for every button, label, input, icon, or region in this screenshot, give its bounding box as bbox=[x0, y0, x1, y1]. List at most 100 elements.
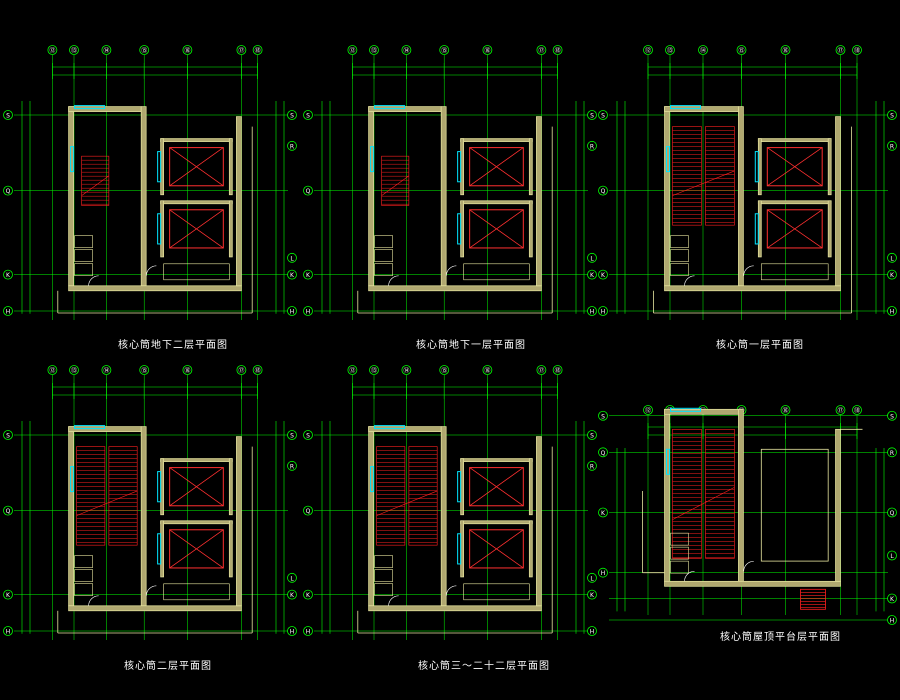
stair-break-line bbox=[76, 490, 138, 516]
shaft-room bbox=[463, 263, 530, 281]
axis-label: ⑮ bbox=[441, 367, 447, 375]
wall-segment bbox=[160, 458, 233, 462]
axis-bubble bbox=[369, 365, 379, 375]
axis-bubble bbox=[182, 365, 193, 375]
axis-label: ⑱ bbox=[854, 47, 860, 55]
elevator-door bbox=[457, 533, 462, 565]
axis-bubble bbox=[482, 45, 493, 55]
axis-label: S bbox=[306, 113, 310, 120]
wall-segment bbox=[738, 408, 744, 582]
wall-segment bbox=[664, 106, 670, 287]
axis-bubble bbox=[347, 45, 358, 55]
axis-bubble bbox=[303, 110, 313, 120]
axis-bubble bbox=[598, 447, 608, 458]
wall-segment bbox=[68, 605, 242, 612]
axis-label: ⑰ bbox=[837, 47, 843, 55]
axis-bubble bbox=[587, 626, 597, 636]
service-room bbox=[74, 235, 93, 248]
door-swing bbox=[446, 585, 457, 596]
service-room bbox=[374, 249, 393, 262]
axis-bubble bbox=[287, 460, 297, 471]
axis-label: H bbox=[890, 309, 895, 316]
wall-segment bbox=[68, 106, 74, 287]
axis-bubble bbox=[587, 430, 597, 440]
axis-bubble bbox=[3, 430, 13, 440]
axis-bubble bbox=[587, 252, 597, 263]
axis-label: R bbox=[290, 143, 294, 150]
axis-label: ⑮ bbox=[141, 47, 147, 55]
elevator-cross bbox=[169, 209, 224, 249]
window bbox=[666, 146, 670, 173]
axis-label: ⑯ bbox=[184, 367, 190, 375]
axis-bubble bbox=[139, 45, 150, 55]
axis-bubble bbox=[587, 140, 597, 151]
axis-bubble bbox=[887, 410, 897, 421]
roof-room bbox=[760, 448, 829, 562]
service-room bbox=[74, 569, 93, 582]
axis-label: L bbox=[890, 553, 894, 560]
wall-segment bbox=[228, 520, 233, 578]
axis-label: ⑭ bbox=[103, 367, 109, 375]
axis-label: H bbox=[290, 309, 295, 316]
elevator-door bbox=[157, 213, 162, 245]
axis-label: K bbox=[6, 592, 11, 599]
window bbox=[374, 105, 406, 110]
axis-label: ⑰ bbox=[538, 367, 544, 375]
elevator-car bbox=[469, 147, 524, 187]
axis-bubble bbox=[598, 507, 608, 518]
axis-label: Q bbox=[6, 188, 11, 195]
axis-bubble bbox=[835, 45, 846, 55]
axis-label: H bbox=[290, 629, 295, 636]
axis-label: ⑯ bbox=[782, 47, 788, 55]
axis-label: H bbox=[306, 309, 311, 316]
axis-bubble bbox=[303, 269, 313, 280]
door-swing bbox=[146, 265, 157, 276]
axis-bubble bbox=[287, 589, 297, 600]
axis-label: H bbox=[601, 309, 606, 316]
elevator-car bbox=[766, 147, 823, 187]
axis-bubble bbox=[587, 572, 597, 583]
axis-label: S bbox=[290, 433, 294, 440]
axis-label: L bbox=[290, 255, 294, 262]
axis-bubble bbox=[587, 306, 597, 316]
wall-segment bbox=[160, 520, 233, 525]
shaft-room bbox=[760, 263, 829, 281]
wall-segment bbox=[68, 285, 242, 292]
axis-bubble bbox=[887, 615, 897, 625]
plan-title-3: 核心筒一层平面图 bbox=[716, 340, 804, 351]
service-room bbox=[374, 569, 393, 582]
shaft-room bbox=[463, 583, 530, 601]
axis-bubble bbox=[287, 306, 297, 316]
window bbox=[74, 425, 106, 430]
stair-break-line bbox=[672, 487, 735, 520]
elevator-car bbox=[169, 529, 224, 569]
axis-label: ⑱ bbox=[255, 367, 261, 375]
axis-bubble bbox=[69, 45, 79, 55]
axis-bubble bbox=[598, 269, 608, 280]
axis-label: H bbox=[590, 629, 595, 636]
axis-bubble bbox=[139, 365, 150, 375]
axis-label: ⑫ bbox=[49, 47, 55, 55]
axis-bubble bbox=[236, 45, 247, 55]
axis-label: ⑭ bbox=[103, 47, 109, 55]
axis-bubble bbox=[598, 567, 608, 578]
axis-bubble bbox=[552, 365, 563, 375]
axis-label: ⑮ bbox=[738, 47, 744, 55]
axis-bubble bbox=[303, 430, 313, 440]
stair-flight bbox=[408, 446, 438, 546]
door-swing bbox=[388, 595, 399, 606]
axis-label: K bbox=[306, 592, 311, 599]
axis-label: R bbox=[290, 463, 294, 470]
wall-segment bbox=[827, 138, 832, 196]
service-room bbox=[374, 583, 393, 596]
axis-label: H bbox=[601, 570, 606, 577]
axis-bubble bbox=[101, 365, 112, 375]
axis-bubble bbox=[587, 589, 597, 600]
axis-label: ⑱ bbox=[555, 47, 561, 55]
service-room bbox=[670, 546, 689, 560]
axis-bubble bbox=[401, 45, 412, 55]
axis-label: S bbox=[306, 433, 310, 440]
